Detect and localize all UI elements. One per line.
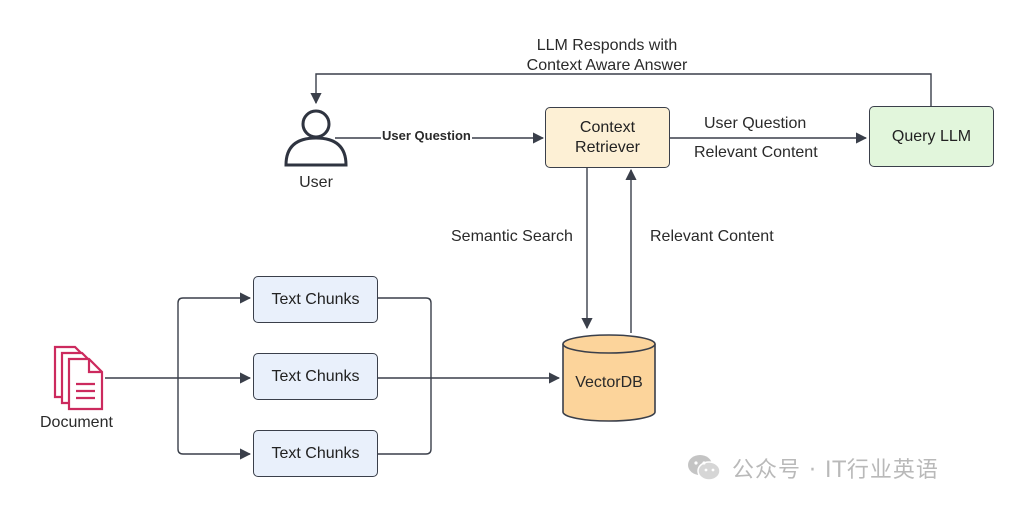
fan-in-top [378,297,432,378]
document-label: Document [40,414,113,431]
document-icon [53,345,104,411]
user-icon [284,109,348,167]
query-llm-node: Query LLM [869,106,994,167]
text-chunks-node-3: Text Chunks [253,430,378,477]
fan-in-bottom [378,378,432,455]
user-question-label-1: User Question [381,128,472,143]
vectordb-cylinder [562,334,656,422]
llm-response-label: LLM Responds with Context Aware Answer [512,36,702,76]
llm-response-line-2: Context Aware Answer [526,57,688,74]
user-label: User [299,174,333,191]
watermark: 公众号 · IT行业英语 [686,452,939,484]
text-chunks-node-1: Text Chunks [253,276,378,323]
semantic-search-label: Semantic Search [451,228,573,245]
user-question-label-2: User Question [704,115,807,132]
context-retriever-node: Context Retriever [545,107,670,168]
relevant-content-db-label: Relevant Content [650,228,774,245]
llm-response-line-1: LLM Responds with [536,37,678,54]
wechat-icon [688,455,721,481]
text-chunks-node-2: Text Chunks [253,353,378,400]
fan-out-bottom [177,378,252,460]
relevant-content-llm-label: Relevant Content [694,144,818,161]
watermark-text: 公众号 · IT行业英语 [732,458,939,483]
fan-out-top [177,292,252,378]
vectordb-label: VectorDB [575,374,643,391]
llm-response-arrow [310,73,932,106]
